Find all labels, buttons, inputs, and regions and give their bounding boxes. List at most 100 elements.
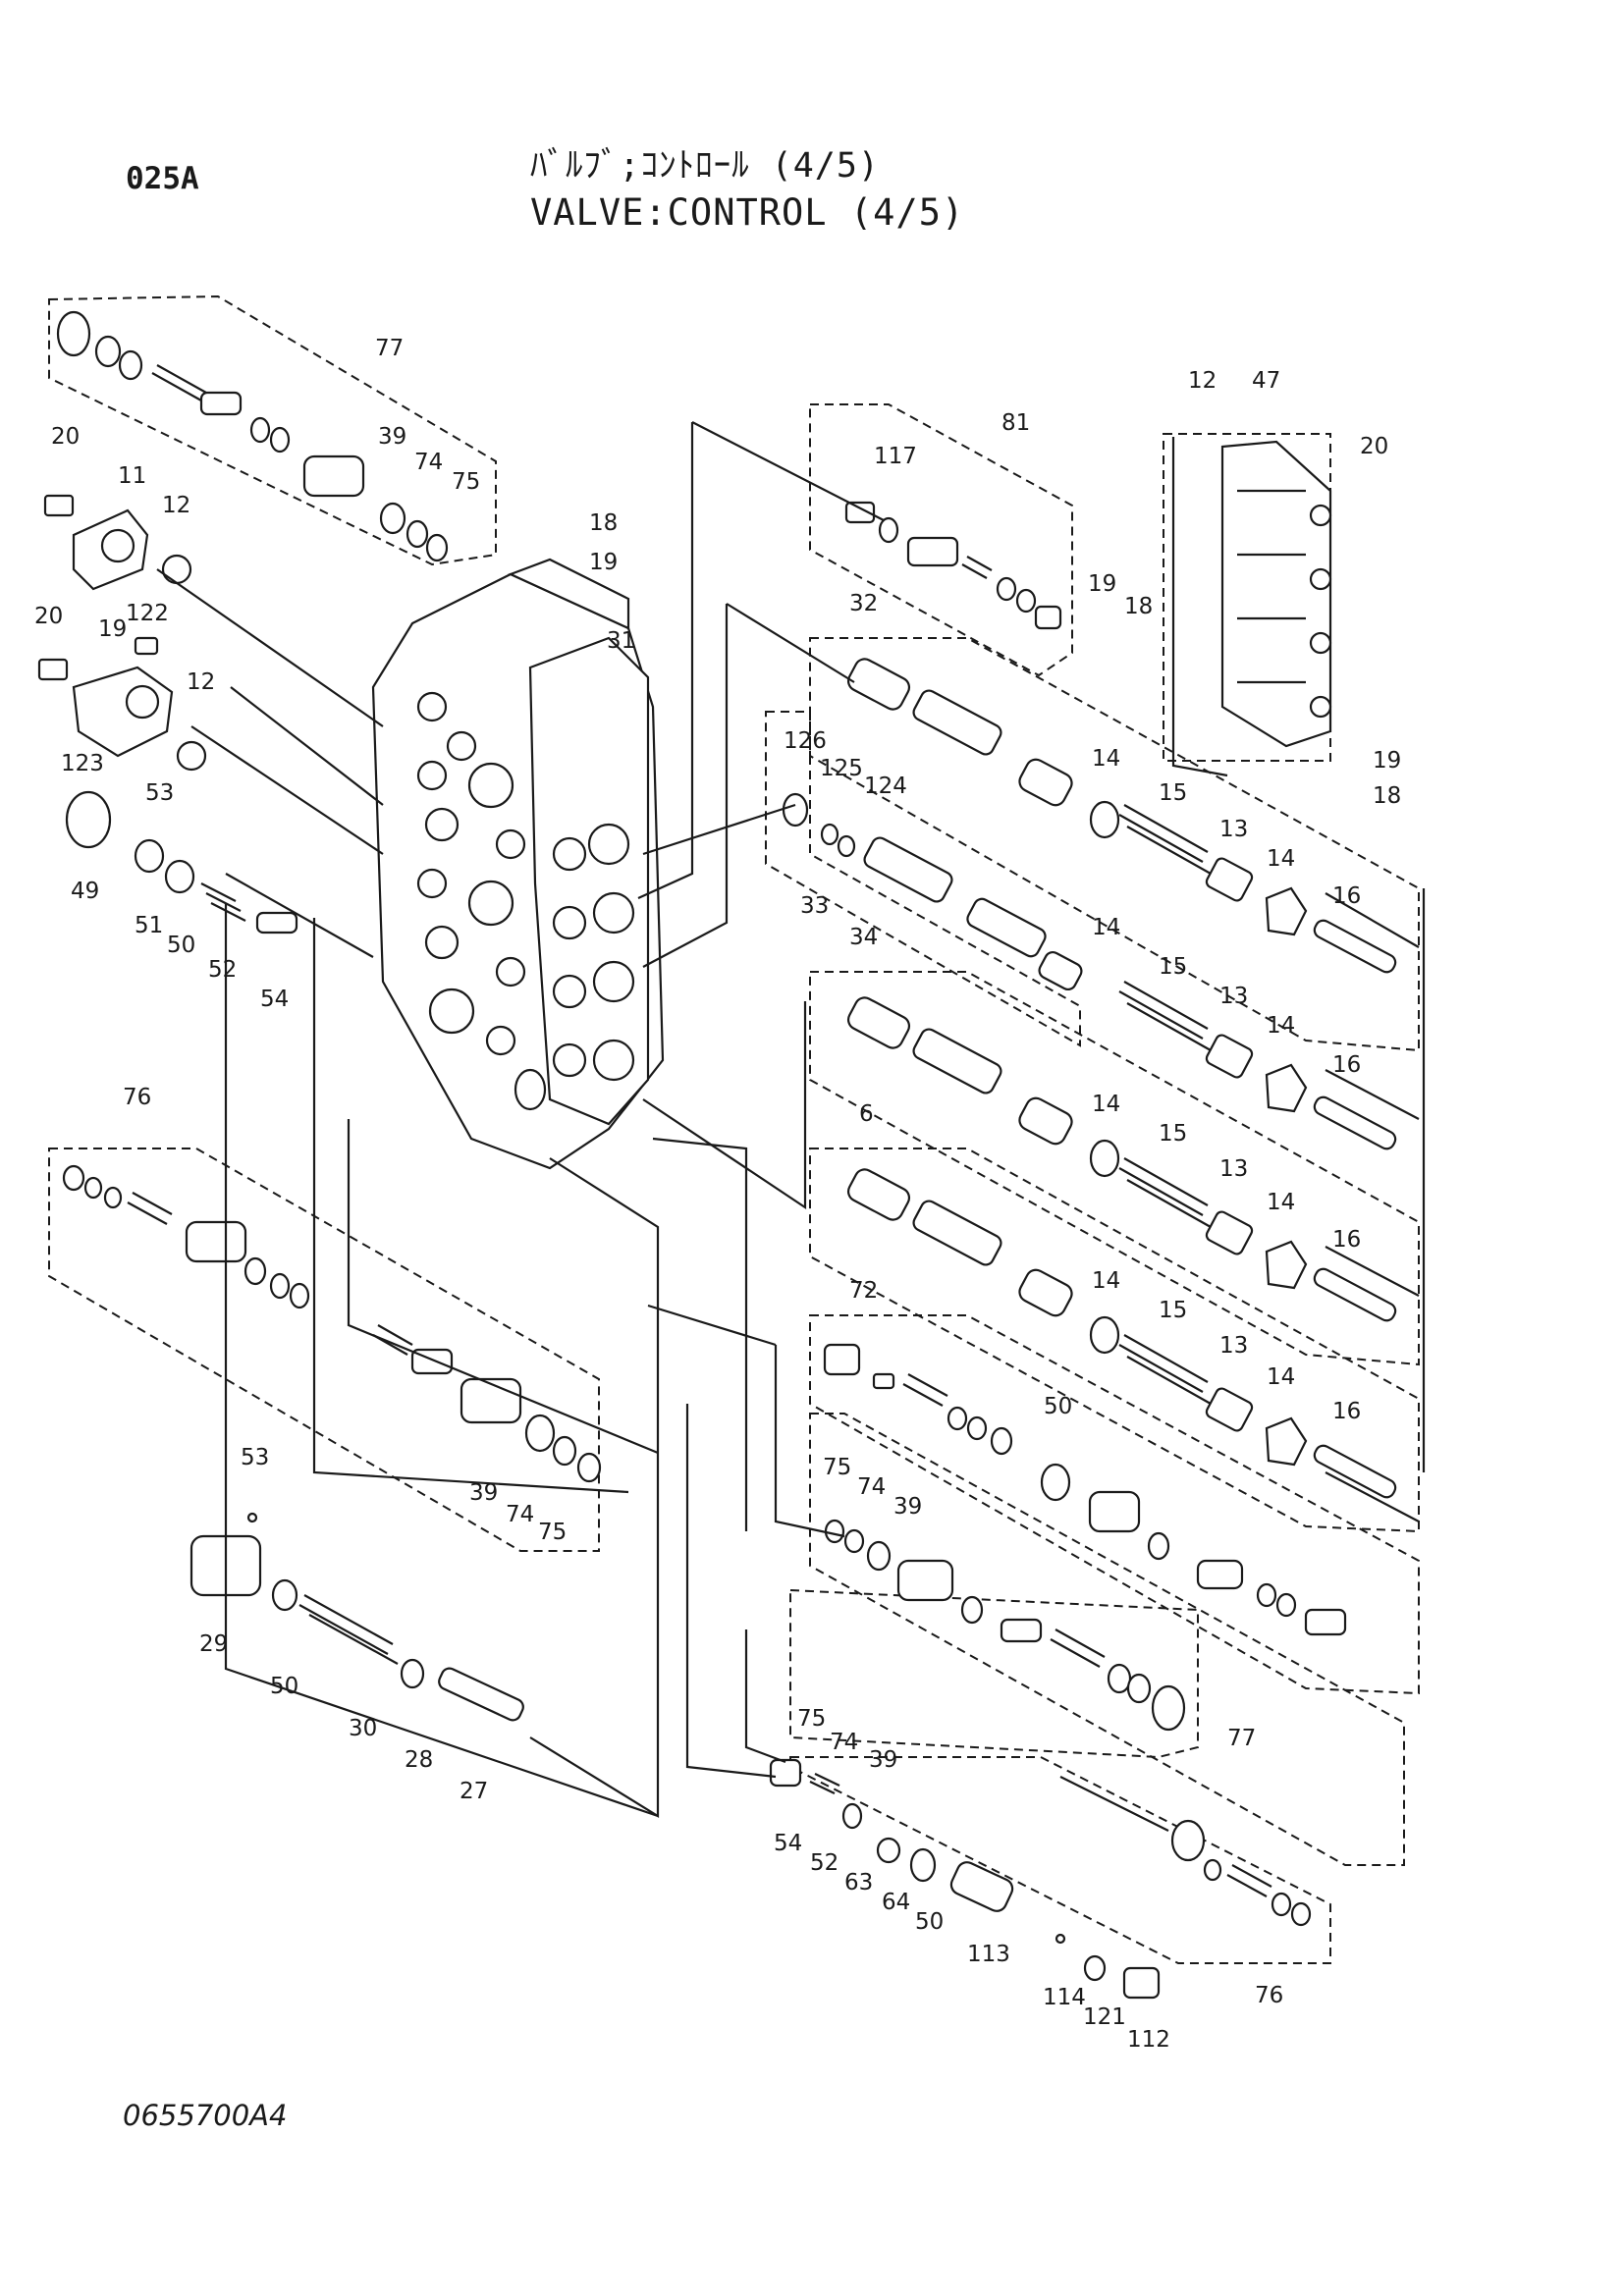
title-japanese: ﾊﾞﾙﾌﾞ;ｺﾝﾄﾛｰﾙ (4/5)	[530, 146, 881, 186]
valve-group-72	[823, 1343, 1347, 1636]
callout: 114	[1043, 1985, 1086, 2010]
callout: 12	[162, 493, 190, 518]
callout: 64	[882, 1890, 910, 1915]
cartridge-77-top	[56, 310, 449, 562]
callout: 19	[1088, 571, 1116, 597]
callout: 15	[1159, 954, 1187, 980]
cartridge-77-middle	[824, 1519, 1186, 1732]
callout: 54	[774, 1831, 802, 1856]
cartridge-76-bottom	[769, 1758, 1312, 2000]
callout: 27	[460, 1779, 488, 1804]
callout: 52	[810, 1850, 839, 1876]
callout: 124	[864, 774, 907, 799]
callout: 122	[126, 601, 169, 626]
callout: 16	[1332, 1227, 1361, 1253]
group-box-76-bottom	[789, 1756, 1331, 1964]
callout: 72	[849, 1278, 878, 1304]
callout: 75	[823, 1455, 851, 1480]
callout: 32	[849, 591, 878, 616]
group-box-77-right	[809, 1413, 1405, 1866]
reference-lines	[156, 421, 1426, 1818]
callout: 117	[874, 444, 917, 469]
plugs-left	[37, 494, 298, 934]
callout: 13	[1219, 984, 1248, 1009]
group-box-76-left	[48, 1148, 600, 1552]
group-box-33	[765, 711, 1081, 1047]
callout: 52	[208, 957, 237, 983]
callout: 53	[241, 1445, 269, 1470]
group-box-72	[809, 1314, 1420, 1695]
callout: 28	[405, 1747, 433, 1773]
callout: 54	[260, 987, 289, 1012]
callout: 74	[830, 1730, 858, 1755]
callout: 20	[34, 604, 63, 629]
callout: 74	[857, 1474, 886, 1500]
callout: 34	[849, 925, 878, 950]
callout: 13	[1219, 817, 1248, 842]
callout: 11	[118, 463, 146, 489]
callout: 19	[98, 616, 127, 642]
callout: 31	[607, 628, 635, 654]
callout: 13	[1219, 1156, 1248, 1182]
group-box-77-top	[48, 294, 497, 566]
callout: 121	[1083, 2004, 1126, 2030]
callout: 76	[123, 1085, 151, 1110]
callout: 15	[1159, 1121, 1187, 1147]
group-box-77-middle	[789, 1588, 1199, 1759]
callout: 74	[506, 1502, 534, 1527]
callout: 39	[469, 1480, 498, 1506]
callout: 77	[375, 336, 404, 361]
callout: 16	[1332, 1052, 1361, 1078]
drawing-number: 0655700A4	[123, 2099, 288, 2132]
spool-32	[846, 658, 1397, 974]
callout: 39	[869, 1747, 897, 1773]
callout: 75	[452, 469, 480, 495]
callout: 39	[893, 1494, 922, 1520]
callout: 29	[199, 1631, 228, 1657]
callout: 50	[915, 1909, 944, 1935]
callout: 14	[1267, 1013, 1295, 1039]
callout: 113	[967, 1942, 1010, 1967]
callout: 14	[1092, 1092, 1120, 1117]
callout: 16	[1332, 883, 1361, 909]
spool-6	[846, 1157, 1397, 1499]
callout: 75	[797, 1706, 826, 1732]
relief-valve-29	[189, 1512, 524, 1722]
flange-123	[72, 666, 174, 758]
callout: 12	[187, 669, 215, 695]
callout: 81	[1001, 410, 1030, 436]
page-code: 025A	[126, 161, 199, 196]
callout: 123	[61, 751, 104, 776]
callout: 14	[1092, 915, 1120, 940]
callout: 15	[1159, 780, 1187, 806]
callout: 19	[1373, 748, 1401, 774]
callout: 125	[820, 756, 863, 781]
callout: 15	[1159, 1298, 1187, 1323]
valve-body-31	[371, 558, 665, 1170]
callout: 39	[378, 424, 406, 450]
callout: 14	[1267, 846, 1295, 872]
callout: 14	[1267, 1190, 1295, 1215]
callout: 77	[1227, 1726, 1256, 1751]
callout: 76	[1255, 1983, 1283, 2008]
callout: 20	[51, 424, 80, 450]
callout: 50	[270, 1674, 298, 1699]
callout: 14	[1092, 1268, 1120, 1294]
callout: 12	[1188, 368, 1217, 394]
title-english: VALVE:CONTROL (4/5)	[530, 191, 965, 234]
callout: 49	[71, 879, 99, 904]
callout: 47	[1252, 368, 1280, 394]
callouts: 77 20 11 12 39 74 75 18 19 31 20 19 122 …	[34, 336, 1401, 2053]
group-box-81	[809, 403, 1073, 677]
callout: 16	[1332, 1399, 1361, 1424]
group-box-34	[809, 971, 1420, 1366]
callout: 13	[1219, 1333, 1248, 1359]
cartridge-76-left	[62, 1164, 602, 1483]
callout: 6	[859, 1101, 874, 1127]
callout: 50	[1044, 1394, 1072, 1419]
flange-11	[72, 508, 149, 591]
spool-34	[846, 981, 1397, 1178]
callout: 63	[844, 1870, 873, 1896]
callout: 126	[784, 728, 827, 754]
callout: 112	[1127, 2027, 1170, 2053]
